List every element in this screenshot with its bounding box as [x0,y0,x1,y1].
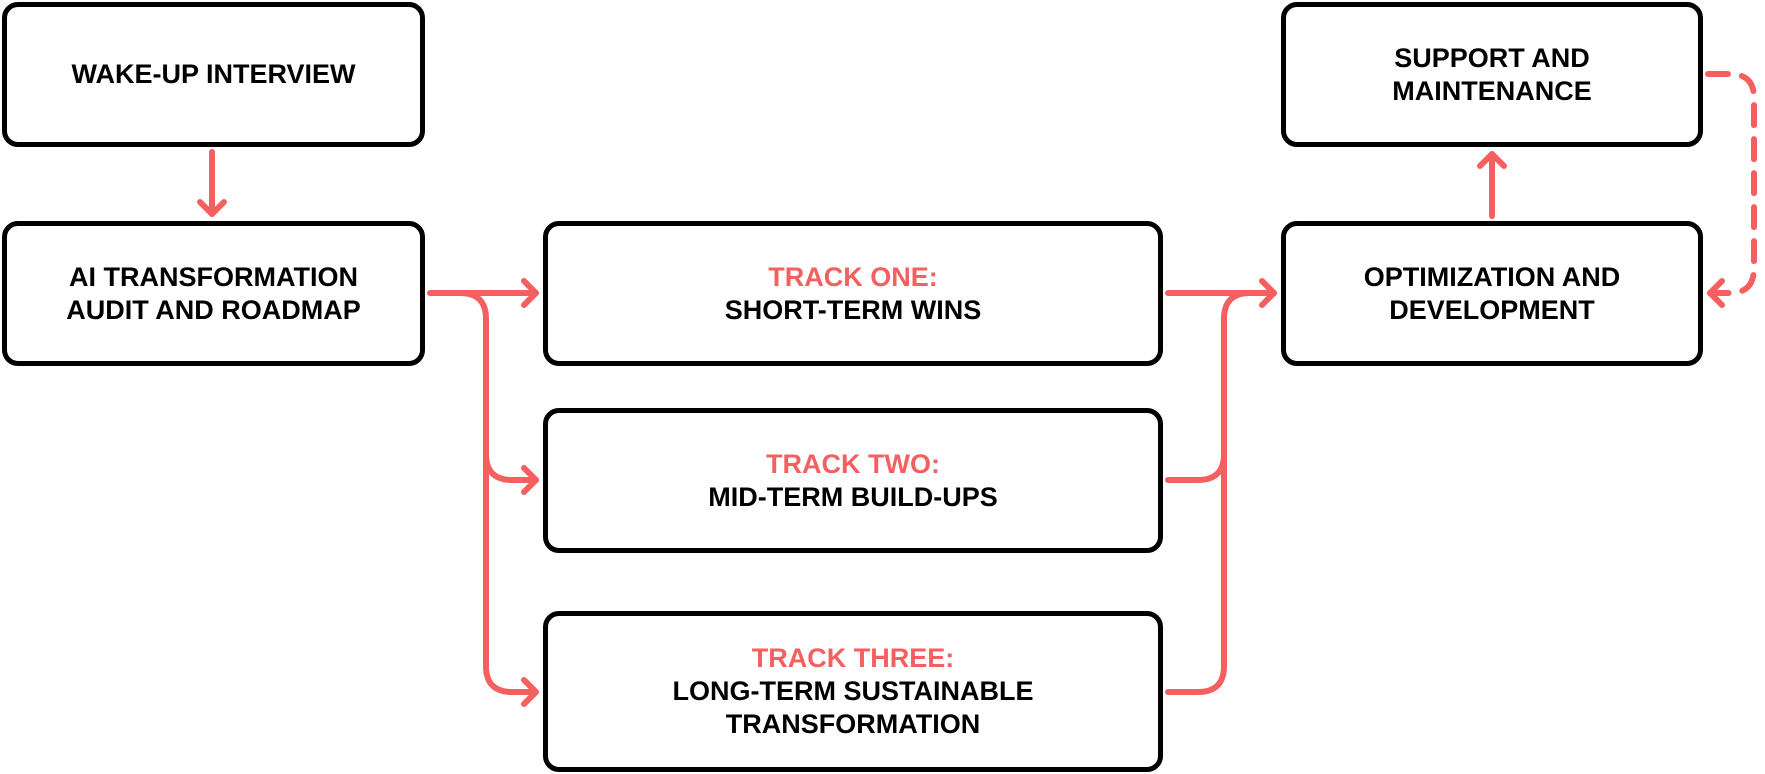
connector-merge-trunk [1165,290,1277,695]
track-heading: TRACK TWO: [766,448,940,479]
node-ai-transformation-audit: AI TRANSFORMATION AUDIT AND ROADMAP [2,221,425,366]
node-label-line: AI TRANSFORMATION [69,261,358,292]
arrowhead-optim [1259,278,1277,308]
node-optimization-development: OPTIMIZATION AND DEVELOPMENT [1281,221,1703,366]
arrowhead-loop [1707,278,1725,308]
node-wakeup-interview: WAKE-UP INTERVIEW [2,2,425,147]
node-label-line: WAKE-UP INTERVIEW [71,59,356,89]
node-track-three: TRACK THREE: LONG-TERM SUSTAINABLE TRANS… [543,611,1163,772]
connector-branch-track2 [483,451,539,483]
node-label-line: MID-TERM BUILD-UPS [708,481,998,512]
node-label-line: DEVELOPMENT [1389,294,1595,325]
connector-audit-trunk [457,290,539,695]
node-label-line: TRANSFORMATION [725,709,981,739]
connector-support-loop [1705,71,1757,296]
node-track-one: TRACK ONE: SHORT-TERM WINS [543,221,1163,366]
track-heading: TRACK ONE: [768,261,938,292]
node-label-line: LONG-TERM SUSTAINABLE [672,676,1034,706]
arrowhead-support [1477,151,1507,169]
arrowhead-track2 [521,465,539,495]
arrowhead-track3 [521,677,539,707]
arrowhead-audit [197,199,227,217]
connector-track2-merge [1165,451,1227,483]
node-label-line: SHORT-TERM WINS [724,294,982,325]
node-label-line: AUDIT AND ROADMAP [66,294,361,325]
track-heading: TRACK THREE: [751,643,955,673]
node-label-line: OPTIMIZATION AND [1363,261,1621,292]
arrowhead-track1 [521,278,539,308]
node-support-maintenance: SUPPORT AND MAINTENANCE [1281,2,1703,147]
node-label-line: MAINTENANCE [1392,75,1592,106]
node-track-two: TRACK TWO: MID-TERM BUILD-UPS [543,408,1163,553]
node-label-line: SUPPORT AND [1394,42,1590,73]
